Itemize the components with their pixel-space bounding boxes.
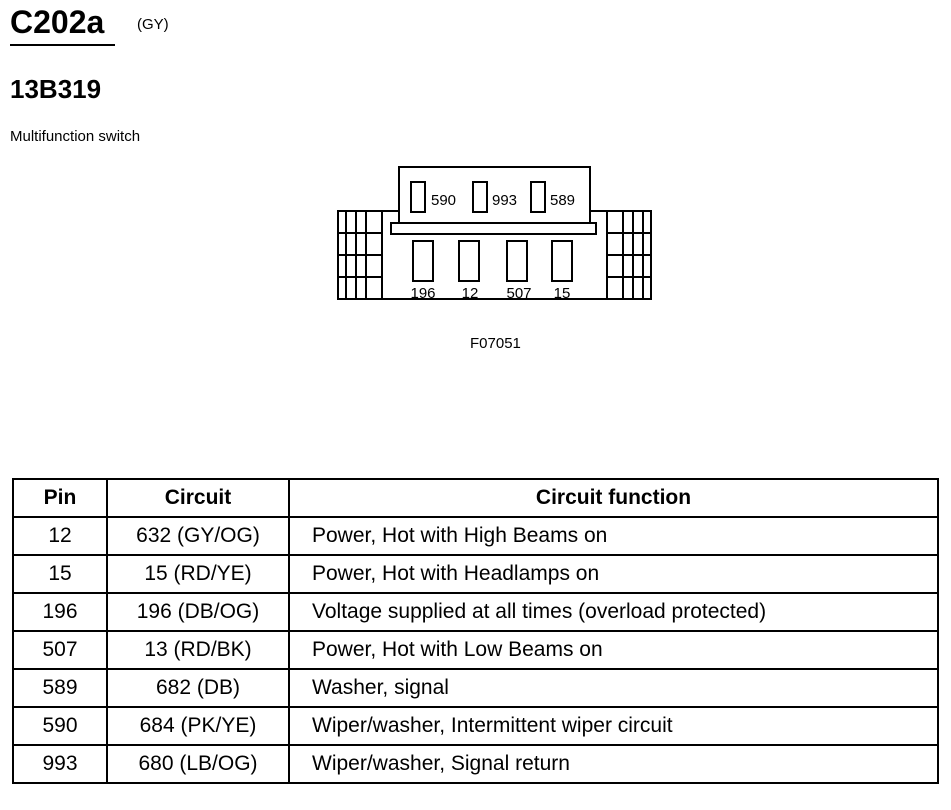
- table-row: 196 196 (DB/OG) Voltage supplied at all …: [12, 592, 939, 632]
- circuit-function-cell: Wiper/washer, Intermittent wiper circuit: [288, 706, 939, 746]
- pin-cell: 590: [12, 706, 108, 746]
- pin-cell: 15: [12, 554, 108, 594]
- pin-label: 12: [462, 285, 479, 302]
- column-header-circuit: Circuit: [106, 478, 290, 518]
- circuit-function-cell: Power, Hot with Low Beams on: [288, 630, 939, 670]
- circuit-cell: 13 (RD/BK): [106, 630, 290, 670]
- circuit-cell: 15 (RD/YE): [106, 554, 290, 594]
- circuit-cell: 684 (PK/YE): [106, 706, 290, 746]
- table-row: 15 15 (RD/YE) Power, Hot with Headlamps …: [12, 554, 939, 594]
- part-description: Multifunction switch: [10, 128, 141, 145]
- circuit-cell: 680 (LB/OG): [106, 744, 290, 784]
- table-row: 507 13 (RD/BK) Power, Hot with Low Beams…: [12, 630, 939, 670]
- circuit-function-cell: Wiper/washer, Signal return: [288, 744, 939, 784]
- pin-cavity-589: [530, 181, 546, 213]
- circuit-cell: 196 (DB/OG): [106, 592, 290, 632]
- pin-label: 590: [431, 192, 456, 209]
- pin-cavity-507: [506, 240, 528, 282]
- connector-face-diagram: 590 993 589 196 12 507 15: [337, 166, 652, 302]
- pin-label: 196: [410, 285, 435, 302]
- pin-cavity-15: [551, 240, 573, 282]
- pin-cell: 993: [12, 744, 108, 784]
- column-header-circuit-function: Circuit function: [288, 478, 939, 518]
- pin-cavity-993: [472, 181, 488, 213]
- table-row: 993 680 (LB/OG) Wiper/washer, Signal ret…: [12, 744, 939, 784]
- part-number: 13B319: [10, 74, 102, 104]
- table-row: 589 682 (DB) Washer, signal: [12, 668, 939, 708]
- figure-code: F07051: [470, 335, 521, 352]
- circuit-cell: 682 (DB): [106, 668, 290, 708]
- circuit-function-cell: Power, Hot with High Beams on: [288, 516, 939, 556]
- circuit-function-cell: Voltage supplied at all times (overload …: [288, 592, 939, 632]
- pinout-table: Pin Circuit Circuit function 12 632 (GY/…: [12, 478, 939, 784]
- pin-cavity-590: [410, 181, 426, 213]
- pin-label: 15: [554, 285, 571, 302]
- column-header-pin: Pin: [12, 478, 108, 518]
- pin-cell: 507: [12, 630, 108, 670]
- pin-label: 589: [550, 192, 575, 209]
- circuit-function-cell: Washer, signal: [288, 668, 939, 708]
- pin-cell: 196: [12, 592, 108, 632]
- pin-label: 507: [506, 285, 531, 302]
- table-header-row: Pin Circuit Circuit function: [12, 478, 939, 518]
- connector-top-housing: [398, 166, 591, 224]
- circuit-cell: 632 (GY/OG): [106, 516, 290, 556]
- table-row: 12 632 (GY/OG) Power, Hot with High Beam…: [12, 516, 939, 556]
- connector-color: (GY): [137, 16, 169, 33]
- pin-label: 993: [492, 192, 517, 209]
- pin-cavity-196: [412, 240, 434, 282]
- pin-cell: 12: [12, 516, 108, 556]
- connector-latch-bar: [390, 222, 597, 235]
- table-row: 590 684 (PK/YE) Wiper/washer, Intermitte…: [12, 706, 939, 746]
- pin-cell: 589: [12, 668, 108, 708]
- connector-id: C202a: [10, 4, 105, 40]
- pin-cavity-12: [458, 240, 480, 282]
- circuit-function-cell: Power, Hot with Headlamps on: [288, 554, 939, 594]
- connector-id-underline: [10, 44, 115, 46]
